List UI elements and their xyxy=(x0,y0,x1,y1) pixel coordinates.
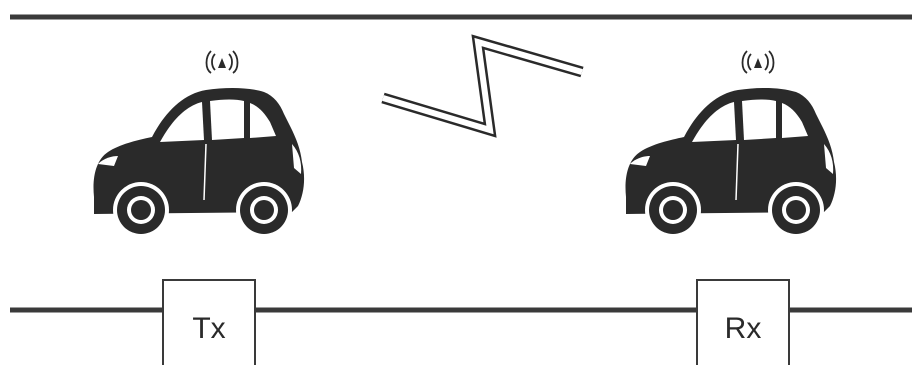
antenna-icon xyxy=(207,51,238,73)
transmitter-box: Tx xyxy=(163,280,255,365)
antenna-icon xyxy=(743,51,774,73)
receiver-label: Rx xyxy=(725,312,762,345)
transmitter-label: Tx xyxy=(192,312,225,345)
receiver-box: Rx xyxy=(697,280,789,365)
car-icon xyxy=(626,88,837,238)
receiver-car xyxy=(626,51,837,238)
transmitter-car xyxy=(94,51,305,238)
wireless-link-icon xyxy=(383,42,582,130)
car-icon xyxy=(94,88,305,238)
